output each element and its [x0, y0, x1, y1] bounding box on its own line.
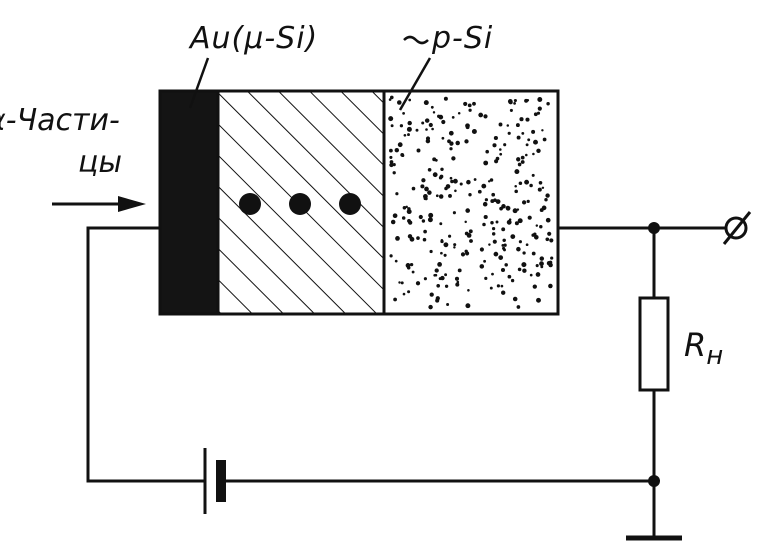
psi-tilde-mark: [403, 35, 429, 45]
gold-contact-layer: [160, 91, 218, 314]
psi-leader-line: [398, 57, 432, 111]
charge-carrier: [289, 193, 311, 215]
junction-bottom: [648, 475, 660, 487]
charge-carriers: [239, 193, 361, 215]
label-au-si: Au(μ-Si): [188, 21, 318, 56]
label-particles-line1: α-Части-: [0, 103, 120, 138]
resistor-subscript: н: [706, 341, 723, 371]
charge-carrier: [239, 193, 261, 215]
output-terminal-slash: [722, 211, 752, 245]
label-p-si: p-Si: [431, 21, 493, 56]
junction-top: [648, 222, 660, 234]
resistor-symbol: R: [684, 326, 706, 364]
particle-arrow-head: [118, 196, 146, 212]
label-resistor: Rн: [684, 326, 723, 371]
load-resistor: [638, 296, 670, 392]
au-leader-line: [188, 57, 210, 109]
left-wire: [86, 226, 205, 483]
battery-short-plate: [216, 460, 226, 502]
detector-frame: [158, 89, 560, 316]
charge-carrier: [339, 193, 361, 215]
label-particles-line2: цы: [78, 145, 122, 180]
p-si-stipple: [388, 95, 554, 310]
